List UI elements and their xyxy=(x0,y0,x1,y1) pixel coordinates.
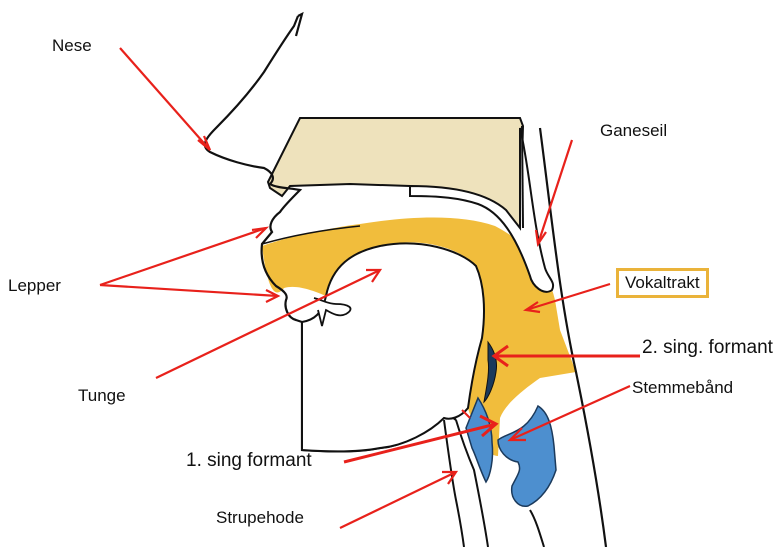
arrow-strupehode xyxy=(340,472,456,528)
arrow-lepper-upper xyxy=(100,228,266,285)
label-nese: Nese xyxy=(52,36,92,56)
vocal-folds-back xyxy=(498,406,556,506)
arrow-stemmebaand xyxy=(510,386,630,440)
label-2-sing-formant: 2. sing. formant xyxy=(642,338,773,358)
label-lepper: Lepper xyxy=(8,276,61,296)
larynx-line-2 xyxy=(444,420,464,547)
larynx-line-3 xyxy=(530,510,544,547)
label-stemmebaand: Stemmebånd xyxy=(632,378,733,398)
arrow-nese xyxy=(120,48,210,150)
label-strupehode: Strupehode xyxy=(216,508,304,528)
label-vokaltrakt: Vokaltrakt xyxy=(616,268,709,298)
pharynx-back-wall xyxy=(522,126,523,228)
arrow-lepper-lower xyxy=(100,285,278,296)
hard-palate xyxy=(268,118,523,228)
label-1-sing-formant: 1. sing formant xyxy=(186,451,312,471)
label-ganeseil: Ganeseil xyxy=(600,121,667,141)
label-tunge: Tunge xyxy=(78,386,126,406)
